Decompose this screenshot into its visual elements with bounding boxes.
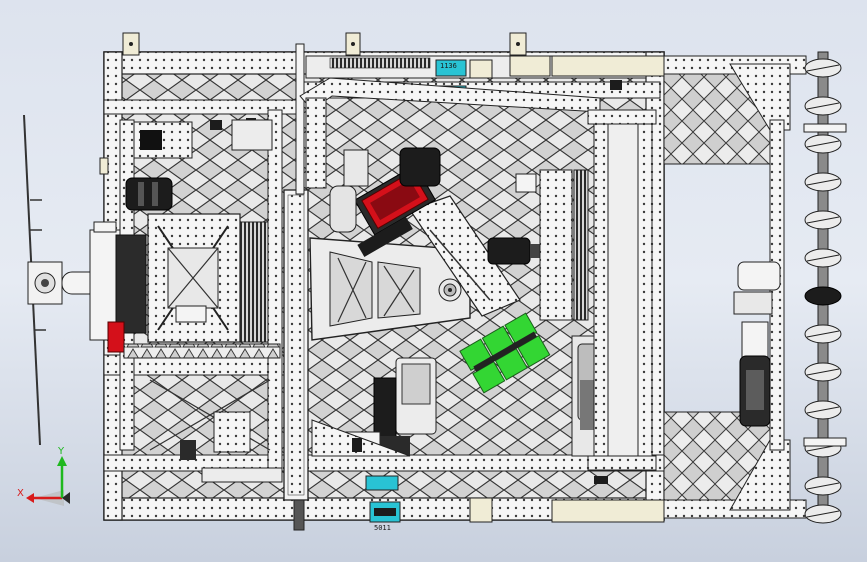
bottom-center-motor (345, 357, 437, 456)
top-rail-assembly: 1136 (305, 55, 665, 101)
axis-triad: X Y (17, 446, 70, 506)
y-axis-label: Y (57, 446, 65, 457)
lift-plate (147, 213, 269, 343)
top-mount-tabs (122, 32, 527, 56)
right-intake-motor (733, 261, 781, 427)
right-extension-frame (663, 55, 807, 519)
misc-servos (210, 80, 622, 484)
center-angled-rail (299, 77, 601, 189)
left-motors (99, 121, 193, 211)
gear-column (539, 169, 605, 457)
angled-arm (409, 195, 521, 317)
red-motor-assembly (329, 147, 441, 257)
triangle-rail (123, 343, 281, 359)
center-right-motor (487, 173, 540, 265)
green-claw-assembly (459, 312, 551, 394)
triangle-mount-plate (309, 237, 471, 341)
left-extension-arm (23, 114, 147, 446)
mecanum-rollers (803, 51, 847, 524)
center-column (283, 43, 309, 531)
x-axis-label: X (17, 488, 24, 499)
right-vertical-rails (587, 109, 657, 471)
bottom-rail-label: 5011 (374, 524, 391, 532)
top-rail-label: 1136 (440, 62, 457, 70)
